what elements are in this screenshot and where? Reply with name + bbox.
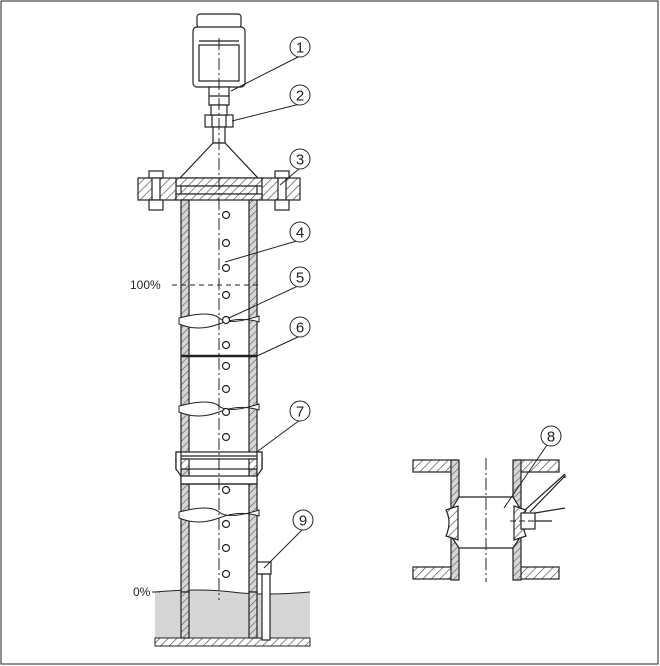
tank-bottom: [154, 637, 311, 647]
medium-area: [154, 589, 311, 640]
standpipe: [180, 199, 258, 639]
svg-text:3: 3: [296, 152, 304, 169]
svg-text:7: 7: [296, 404, 304, 421]
callout-5: 5: [228, 266, 311, 319]
callout-3: 3: [279, 148, 311, 186]
level-0-label: 0%: [133, 585, 151, 599]
pipe-holes: [221, 210, 231, 579]
svg-text:1: 1: [296, 40, 304, 57]
callout-2: 2: [231, 84, 311, 122]
callout-7: 7: [257, 400, 311, 452]
svg-text:9: 9: [299, 513, 307, 530]
svg-text:5: 5: [296, 270, 304, 287]
svg-text:8: 8: [547, 429, 555, 446]
callout-9: 9: [263, 509, 314, 569]
ball-valve: [412, 459, 566, 581]
callout-4: 4: [224, 221, 311, 263]
level-100-label: 100%: [130, 278, 161, 292]
callout-6: 6: [256, 316, 311, 357]
flange-bolt-left: [148, 170, 164, 211]
flange-bolt-right: [274, 170, 290, 211]
svg-text:4: 4: [296, 225, 304, 242]
callout-8: 8: [503, 425, 562, 509]
svg-text:2: 2: [296, 88, 304, 105]
callout-1: 1: [230, 36, 311, 92]
radar-sensor: [192, 13, 246, 128]
svg-text:6: 6: [296, 320, 304, 337]
